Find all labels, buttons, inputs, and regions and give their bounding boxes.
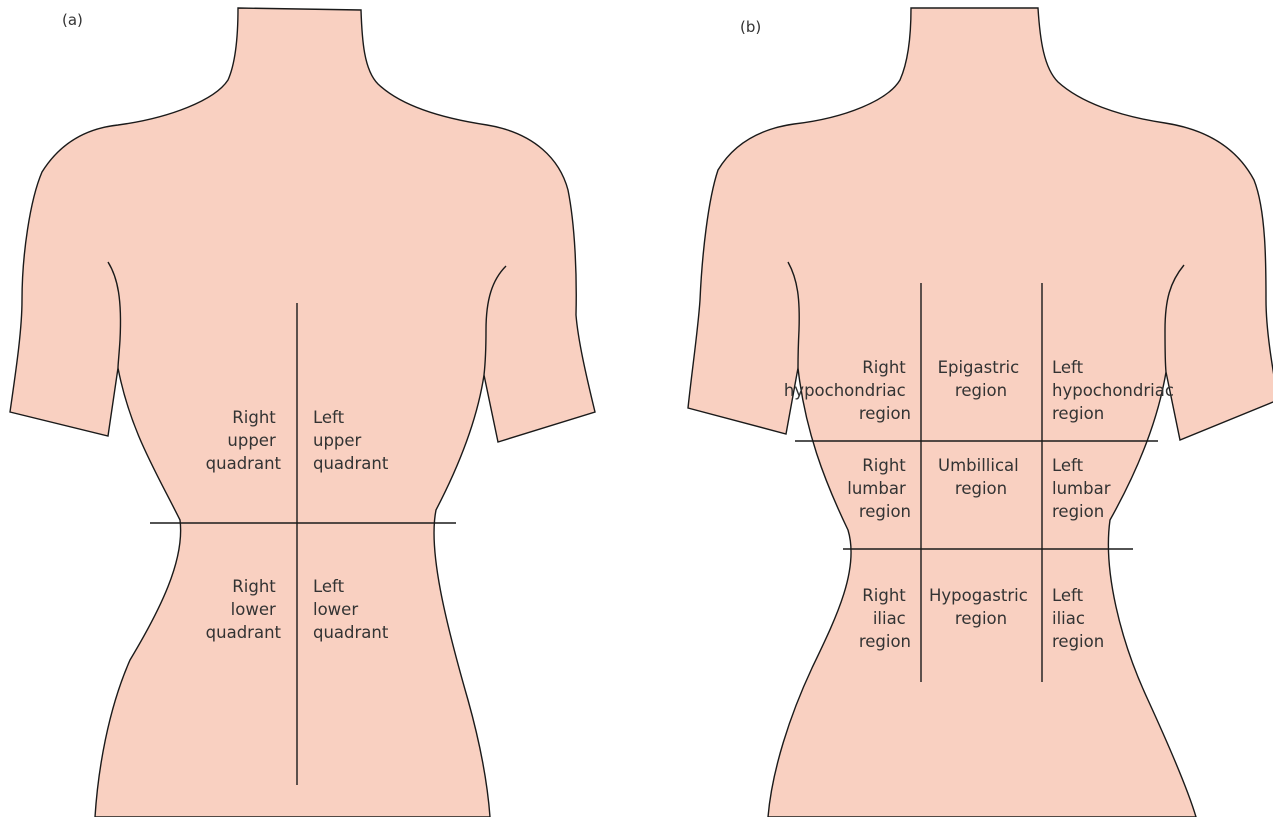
panel-a: (a) Right upper quadrant Left upper quad… bbox=[10, 8, 595, 817]
panel-a-label: (a) bbox=[62, 11, 83, 29]
panel-b: (b) Right hypochondriac region Epigastri… bbox=[688, 8, 1273, 817]
torso-a bbox=[10, 8, 595, 817]
torso-b bbox=[688, 8, 1273, 817]
panel-b-label: (b) bbox=[740, 18, 761, 36]
